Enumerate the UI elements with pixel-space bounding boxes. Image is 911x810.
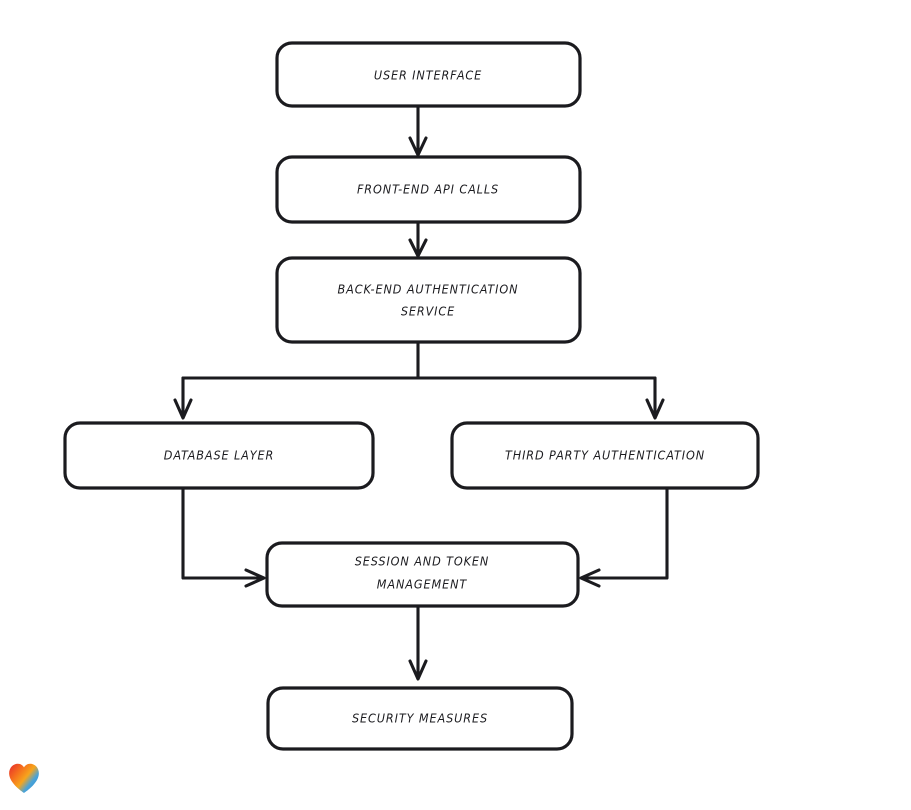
edge-back-end-to-database-layer — [173, 376, 193, 420]
node-user-interface[interactable]: USER INTERFACE — [275, 41, 582, 108]
edge-back-end-to-third-party — [645, 376, 665, 420]
node-user-interface-box[interactable] — [275, 41, 582, 108]
edge-back-end-split-trunk — [181, 341, 657, 380]
node-front-end-api-calls-box[interactable] — [275, 155, 582, 224]
node-security-measures-box[interactable] — [266, 686, 574, 751]
node-session-and-token-management-label-line2: MANAGEMENT — [377, 577, 468, 592]
node-security-measures[interactable]: SECURITY MEASURES — [266, 686, 574, 751]
node-security-measures-label: SECURITY MEASURES — [352, 711, 488, 726]
node-session-and-token-management-box[interactable] — [265, 541, 580, 608]
edge-database-layer-to-session — [181, 487, 266, 588]
node-front-end-api-calls[interactable]: FRONT-END API CALLS — [275, 155, 582, 224]
node-third-party-authentication-box[interactable] — [450, 421, 760, 490]
node-session-and-token-management[interactable]: SESSION AND TOKEN MANAGEMENT — [265, 541, 580, 608]
node-third-party-authentication[interactable]: THIRD PARTY AUTHENTICATION — [450, 421, 760, 490]
node-back-end-auth-service-label-line1: BACK-END AUTHENTICATION — [338, 282, 519, 297]
node-front-end-api-calls-label: FRONT-END API CALLS — [357, 182, 499, 197]
node-third-party-authentication-label: THIRD PARTY AUTHENTICATION — [505, 448, 705, 463]
edge-front-end-to-back-end — [408, 221, 428, 258]
edge-third-party-to-session — [579, 487, 669, 588]
node-session-and-token-management-label-line1: SESSION AND TOKEN — [355, 554, 489, 569]
node-database-layer-box[interactable] — [63, 421, 375, 490]
edge-user-interface-to-front-end — [408, 104, 428, 157]
edge-session-to-security-measures — [408, 604, 428, 681]
node-back-end-auth-service-label-line2: SERVICE — [401, 304, 455, 319]
node-back-end-auth-service-box[interactable] — [275, 256, 582, 344]
node-database-layer-label: DATABASE LAYER — [164, 448, 274, 463]
heart-icon — [9, 763, 39, 793]
node-database-layer[interactable]: DATABASE LAYER — [63, 421, 375, 490]
node-back-end-auth-service[interactable]: BACK-END AUTHENTICATION SERVICE — [275, 256, 582, 344]
node-user-interface-label: USER INTERFACE — [374, 68, 482, 83]
